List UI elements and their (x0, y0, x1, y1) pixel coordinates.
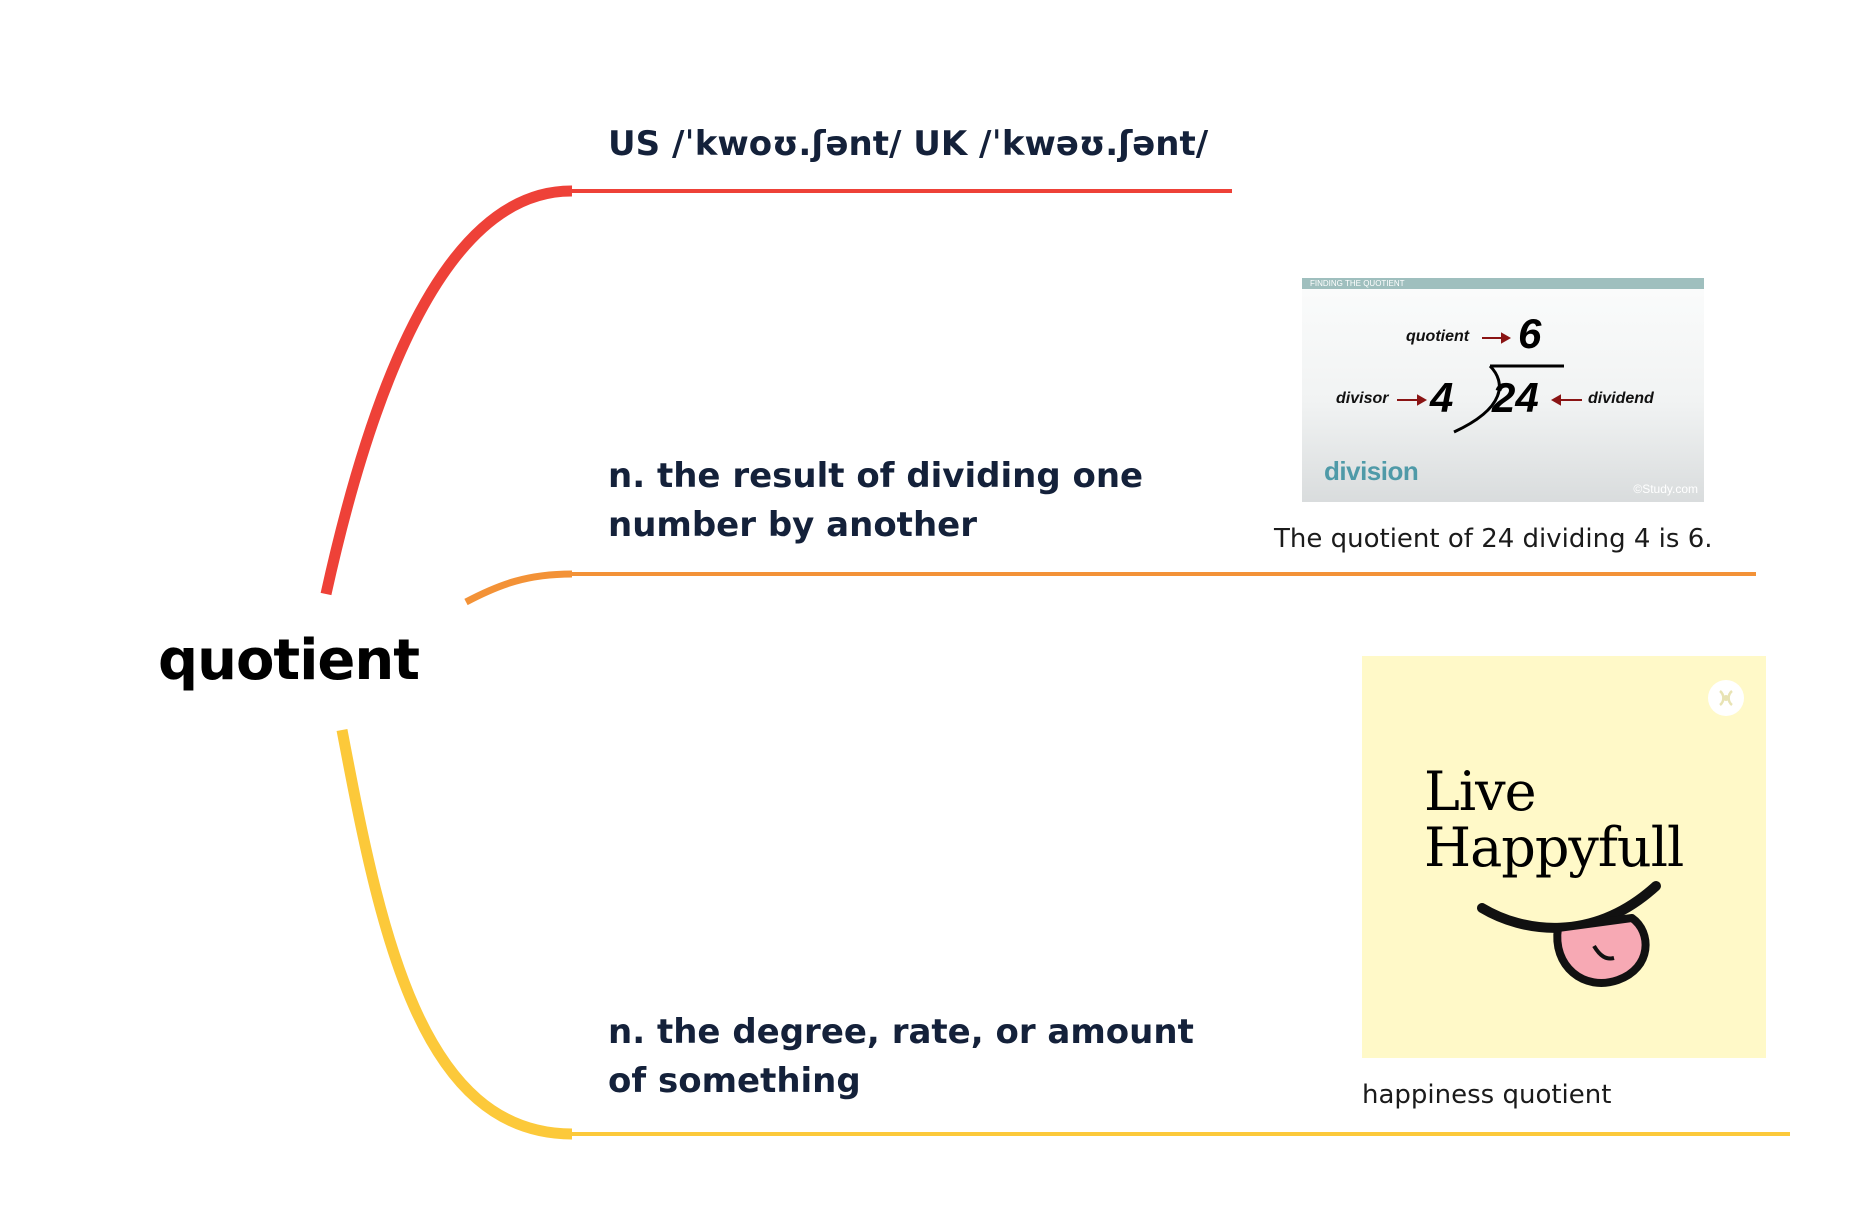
smile-tongue-icon (1477, 881, 1661, 987)
branch-connector-pronunciation (320, 185, 573, 596)
value-quotient: 6 (1518, 310, 1542, 357)
caption-math-example: The quotient of 24 dividing 4 is 6. (1274, 524, 1713, 554)
division-bracket (1453, 364, 1501, 434)
uk-ipa: /ˈkwəʊ.ʃənt/ (979, 124, 1209, 164)
cover-title-line2: Happyfull (1424, 816, 1684, 879)
cover-title: Live Happyfull (1424, 760, 1684, 879)
label-quotient: quotient (1406, 328, 1470, 345)
definition-math-topic[interactable]: n. the result of dividing one number by … (608, 456, 1144, 545)
podcast-icon (1708, 680, 1744, 716)
us-ipa: /ˈkwoʊ.ʃənt/ (671, 124, 902, 164)
happiness-podcast-cover: Live Happyfull (1362, 656, 1766, 1058)
caption-degree-example: happiness quotient (1362, 1080, 1612, 1110)
division-credit: ©Study.com (1633, 482, 1698, 496)
value-dividend: 24 (1492, 374, 1539, 421)
label-dividend: dividend (1588, 390, 1654, 407)
us-label: US (608, 124, 661, 164)
branch-connector-degree (336, 728, 573, 1140)
pronunciation-topic[interactable]: US /ˈkwoʊ.ʃənt/ UK /ˈkwəʊ.ʃənt/ (608, 120, 1208, 169)
division-word: division (1324, 456, 1419, 486)
definition-degree-topic[interactable]: n. the degree, rate, or amount of someth… (608, 1012, 1194, 1101)
arrow-quotient-head (1501, 332, 1512, 344)
value-divisor: 4 (1430, 374, 1454, 421)
label-divisor: divisor (1336, 390, 1389, 407)
division-image: FINDING THE QUOTIENT quotient divisor di… (1302, 278, 1704, 502)
division-diagram-marks (1397, 332, 1582, 434)
arrow-divisor-head (1417, 394, 1428, 406)
central-topic[interactable]: quotient (158, 628, 420, 693)
branch-connector-math (464, 570, 573, 606)
cover-title-line1: Live (1424, 760, 1537, 823)
uk-label: UK (913, 124, 968, 164)
arrow-dividend-head (1550, 394, 1561, 406)
division-image-header: FINDING THE QUOTIENT (1302, 278, 1704, 289)
